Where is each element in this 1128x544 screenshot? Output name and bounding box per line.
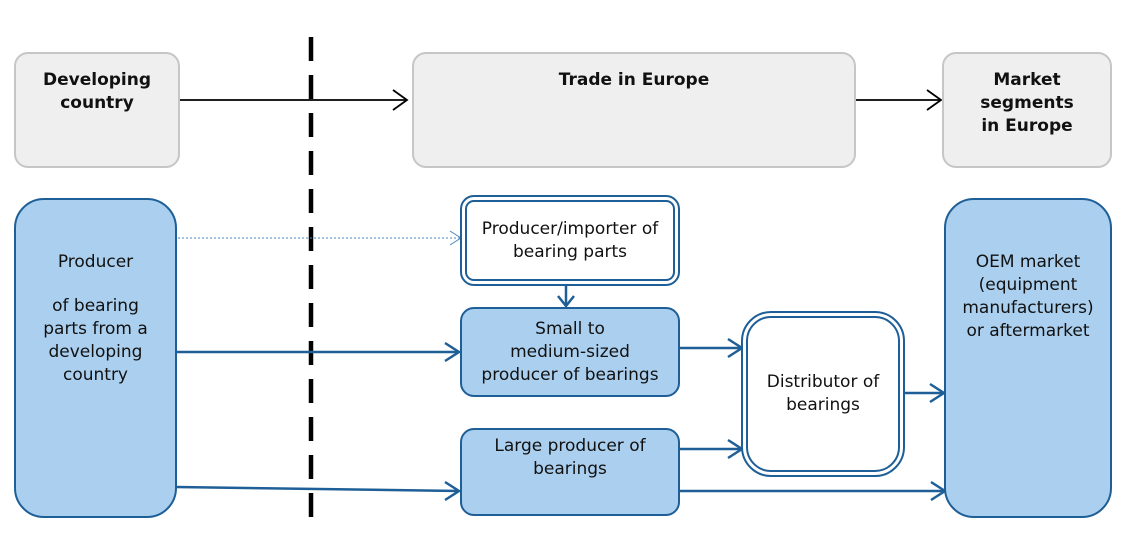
arrow-large-producer-to-distributor [679, 438, 745, 460]
oem-line-2: (equipment [978, 275, 1078, 295]
header-developing-line-1: Developing [42, 70, 152, 90]
header-developing-line-2: country [60, 93, 134, 113]
oem-market-box: OEM market (equipment manufacturers) or … [944, 198, 1112, 518]
distributor-line-2: bearings [786, 395, 860, 415]
header-market-line-2: segments [980, 93, 1074, 113]
distributor-line-1: Distributor of [766, 372, 880, 392]
oem-line-3: manufacturers) [962, 298, 1094, 318]
header-market-line-1: Market [993, 70, 1061, 90]
header-market-segments: Market segments in Europe [942, 52, 1112, 168]
arrow-producer-to-importer [178, 230, 462, 246]
producer-line-4: developing [48, 342, 143, 362]
small-producer-line-1: Small to [535, 318, 605, 339]
header-trade-line-1: Trade in Europe [558, 70, 710, 90]
header-trade-in-europe: Trade in Europe [412, 52, 856, 168]
producer-line-3: parts from a [43, 319, 148, 339]
header-market-line-3: in Europe [981, 116, 1073, 136]
large-producer-box: Large producer of bearings [460, 428, 680, 516]
large-producer-line-2: bearings [533, 459, 607, 479]
arrow-distributor-to-oem [904, 382, 947, 404]
arrow-trade-to-market [855, 89, 943, 111]
arrow-producer-to-large-producer [175, 480, 462, 502]
large-producer-line-1: Large producer of [494, 436, 646, 456]
importer-line-2: bearing parts [512, 241, 628, 262]
header-developing-country: Developing country [14, 52, 180, 168]
producer-line-5: country [62, 365, 128, 385]
arrow-importer-to-small-producer [557, 284, 575, 309]
arrow-developing-to-trade [176, 89, 409, 111]
arrow-large-producer-to-oem [679, 480, 948, 502]
oem-line-4: or aftermarket [966, 321, 1090, 341]
producer-line-2: of bearing [52, 296, 139, 316]
producer-developing-country-box: Producer of bearing parts from a develop… [14, 198, 177, 518]
small-producer-line-2: medium-sized [510, 341, 630, 362]
distributor-box: Distributor of bearings [741, 311, 905, 477]
producer-line-1: Producer [57, 252, 134, 272]
importer-box: Producer/importer of bearing parts [460, 195, 680, 286]
small-producer-line-3: producer of bearings [481, 364, 659, 385]
oem-line-1: OEM market [975, 252, 1081, 272]
small-producer-box: Small to medium-sized producer of bearin… [460, 307, 680, 397]
importer-line-1: Producer/importer of [481, 218, 659, 239]
arrow-small-producer-to-distributor [679, 337, 745, 359]
arrow-producer-to-small-producer [176, 341, 462, 363]
